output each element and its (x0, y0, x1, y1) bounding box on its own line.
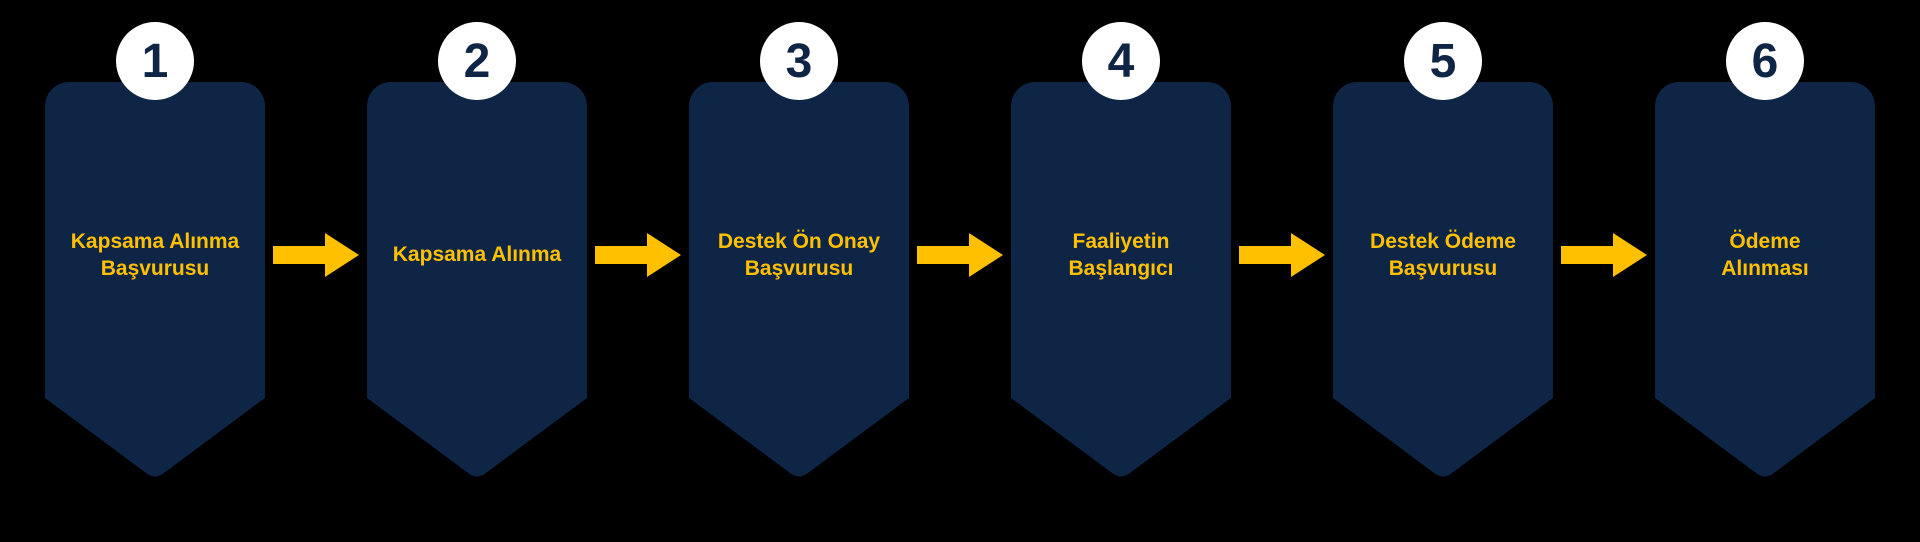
step-number-badge: 5 (1404, 22, 1482, 100)
step-3: 3 Destek Ön Onay Başvurusu (689, 22, 909, 502)
step-number: 2 (463, 34, 491, 88)
step-label: Kapsama Alınma (392, 243, 562, 267)
pennant-shape (1011, 82, 1231, 477)
arrow-between-1-2 (265, 233, 367, 277)
step-number-badge: 2 (438, 22, 516, 100)
step-number-badge: 6 (1726, 22, 1804, 100)
step-label: Destek Ödeme Başvurusu (1370, 229, 1516, 280)
step-1: 1 Kapsama Alınma Başvurusu (45, 22, 265, 502)
step-number-badge: 4 (1082, 22, 1160, 100)
step-label: Destek Ön Onay Başvurusu (717, 229, 881, 280)
pennant-shape (45, 82, 265, 477)
arrow-right-icon (1239, 233, 1325, 277)
pennant-fill (689, 82, 909, 477)
pennant-fill (1333, 82, 1553, 477)
arrow-right-icon (917, 233, 1003, 277)
pennant-fill (1655, 82, 1875, 477)
pennant-shape (1333, 82, 1553, 477)
pennant-shape (1655, 82, 1875, 477)
arrow-right-icon (1561, 233, 1647, 277)
pennant-fill (367, 82, 587, 477)
arrow-between-3-4 (909, 233, 1011, 277)
arrow-between-5-6 (1553, 233, 1655, 277)
step-6: 6 Ödeme Alınması (1655, 22, 1875, 502)
step-4: 4 Faaliyetin Başlangıcı (1011, 22, 1231, 502)
step-number-badge: 1 (116, 22, 194, 100)
step-number-badge: 3 (760, 22, 838, 100)
step-number: 4 (1107, 34, 1135, 88)
arrow-between-2-3 (587, 233, 689, 277)
arrow-right-icon (595, 233, 681, 277)
arrow-between-4-5 (1231, 233, 1333, 277)
step-2: 2 Kapsama Alınma (367, 22, 587, 502)
step-5: 5 Destek Ödeme Başvurusu (1333, 22, 1553, 502)
step-number: 6 (1751, 34, 1779, 88)
pennant-fill (45, 82, 265, 477)
step-label: Faaliyetin Başlangıcı (1068, 229, 1174, 280)
pennant-shape (367, 82, 587, 477)
step-label: Ödeme Alınması (1721, 229, 1809, 280)
step-number: 3 (785, 34, 813, 88)
arrow-right-icon (273, 233, 359, 277)
step-number: 5 (1429, 34, 1457, 88)
step-label: Kapsama Alınma Başvurusu (70, 229, 240, 280)
pennant-fill (1011, 82, 1231, 477)
pennant-shape (689, 82, 909, 477)
step-number: 1 (141, 34, 169, 88)
